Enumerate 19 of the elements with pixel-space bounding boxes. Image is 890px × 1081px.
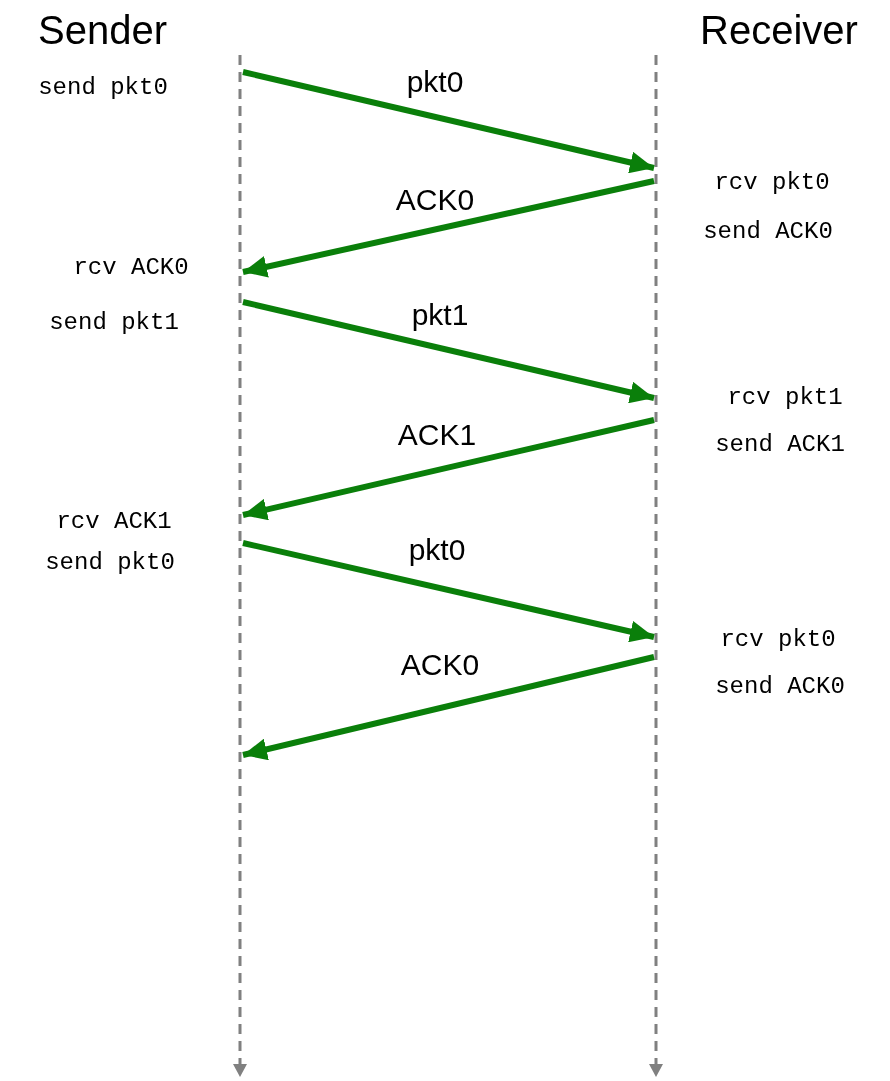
event-note: send pkt1: [49, 309, 179, 337]
event-note: rcv ACK0: [73, 254, 189, 282]
event-note: send pkt0: [45, 549, 175, 577]
message-arrow: [242, 178, 655, 278]
message-arrow: [242, 417, 655, 521]
message-arrow: [242, 654, 655, 761]
event-note: rcv pkt0: [720, 626, 836, 654]
event-note: send ACK1: [715, 431, 845, 459]
event-note: send ACK0: [715, 673, 845, 701]
event-note: rcv pkt1: [727, 384, 843, 412]
event-note: rcv ACK1: [56, 508, 172, 536]
event-note: send ACK0: [703, 218, 833, 246]
lifeline-heading: Receiver: [700, 7, 858, 54]
event-note: send pkt0: [38, 74, 168, 102]
event-note: rcv pkt0: [714, 169, 830, 197]
message-arrow: [242, 299, 655, 404]
message-arrow: [242, 540, 655, 643]
message-arrow: [242, 69, 655, 174]
lifeline-heading: Sender: [38, 7, 167, 54]
